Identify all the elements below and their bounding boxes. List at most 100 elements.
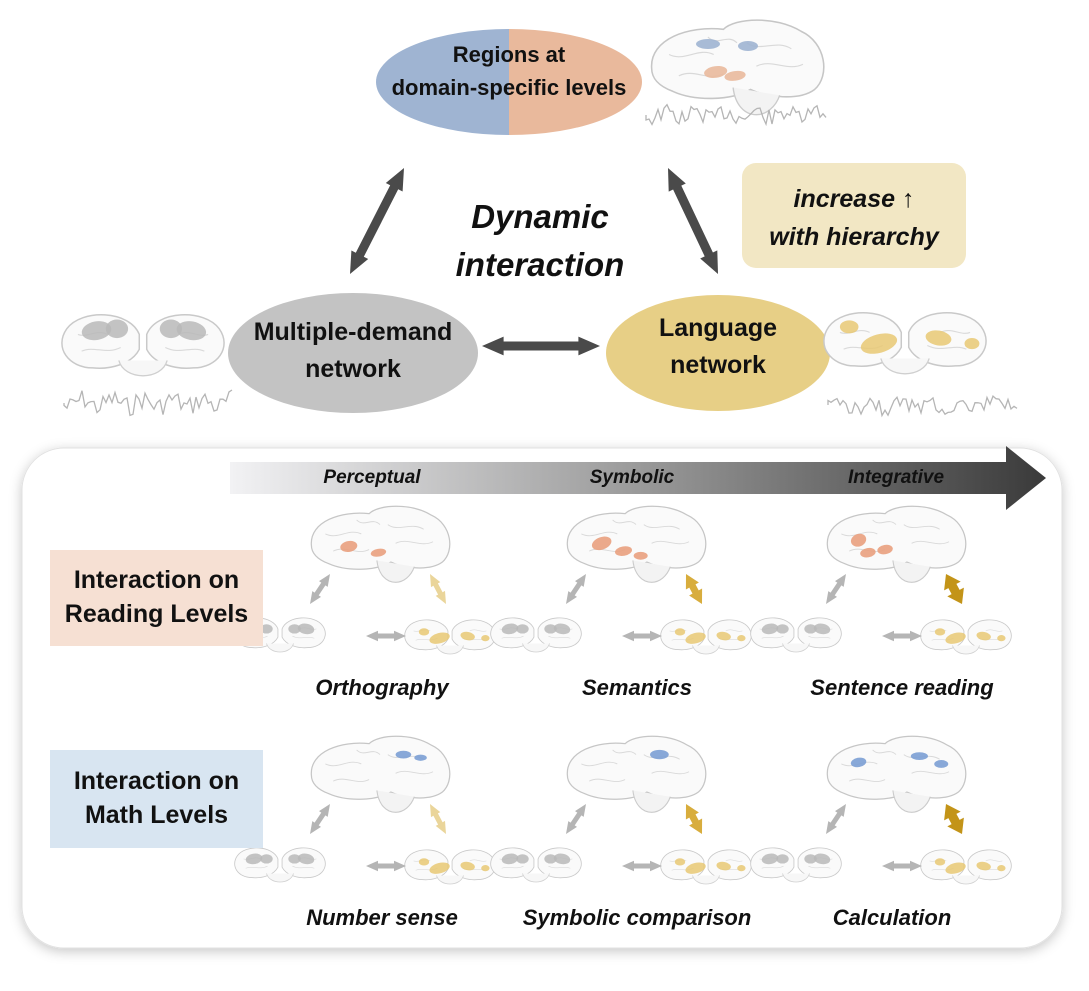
label-symbolic-comparison: Symbolic comparison: [522, 905, 752, 930]
md-brain-illustration: [61, 314, 225, 377]
orthography-language-brain-region-0: [418, 628, 430, 636]
sentence-reading-language-brain-region-3: [997, 635, 1006, 642]
number-sense-language-brain-region-0: [418, 858, 430, 866]
number-sense-arrow-md-language: [366, 860, 406, 872]
number-sense-md-brain-region-1: [260, 854, 273, 864]
number-sense-domain-brain-region-1: [414, 754, 427, 761]
language-brain-illustration-region-2: [925, 330, 952, 346]
symbolic-comparison-domain-brain-cortex: [566, 735, 707, 800]
orthography-md-brain-region-3: [297, 623, 315, 635]
symbolic-comparison-domain-brain-region-0: [650, 749, 669, 760]
sentence-reading-domain-brain-cerebellum: [892, 560, 931, 583]
calculation-arrow-domain-md: [826, 804, 846, 834]
orthography-arrow-md-language: [366, 630, 406, 642]
number-sense-language-brain-brainstem: [436, 875, 464, 885]
sentence-reading-md-brain-region-3: [813, 623, 831, 635]
calculation-md-brain-region-1: [776, 854, 789, 864]
semantics-domain-brain-region-1: [615, 546, 633, 556]
orthography-md-brain-brainstem: [266, 643, 294, 653]
hierarchy-note-box: [742, 163, 966, 268]
semantics-language-brain-region-0: [674, 628, 686, 636]
calculation-domain-brain-region-1: [910, 752, 928, 761]
orthography-md-brain-region-2: [288, 624, 301, 634]
top-brain-illustration-cortex: [650, 19, 825, 100]
md-brain-illustration-region-0: [81, 321, 112, 341]
orthography-arrow-domain-md: [310, 574, 330, 604]
orthography-language-brain-region-1: [429, 632, 450, 644]
symbolic-comparison-arrow-md-language: [622, 860, 662, 872]
symbolic-comparison-language-brain-region-3: [737, 865, 746, 872]
md-brain-illustration-region-2: [159, 319, 183, 339]
language-brain-illustration-region-1: [860, 333, 898, 354]
sentence-reading-domain-brain: [826, 505, 967, 583]
number-sense-md-brain-region-2: [288, 854, 301, 864]
math-levels-title: Interaction on Math Levels: [50, 750, 263, 848]
number-sense-md-brain-brainstem: [266, 873, 294, 883]
semantics-domain-brain-cerebellum: [632, 560, 671, 583]
calculation-md-brain-brainstem: [782, 873, 810, 883]
orthography-language-brain: [404, 619, 496, 655]
arrow-top-to-md: [350, 168, 404, 274]
number-sense-language-brain-region-2: [460, 861, 475, 871]
orthography-arrow-domain-language: [430, 574, 446, 604]
symbolic-comparison-domain-brain-cerebellum: [632, 790, 671, 813]
calculation-language-brain-region-3: [997, 865, 1006, 872]
top-brain-math-region-1: [738, 41, 758, 51]
number-sense-arrow-domain-language: [430, 804, 446, 834]
symbolic-comparison-language-brain-region-2: [716, 861, 731, 871]
sentence-reading-arrow-domain-md: [826, 574, 846, 604]
number-sense-domain-brain-cerebellum: [376, 790, 415, 813]
orthography-domain-brain-cerebellum: [376, 560, 415, 583]
calculation-language-brain-brainstem: [952, 875, 980, 885]
sentence-reading-language-brain: [920, 619, 1012, 655]
calculation-md-brain: [750, 847, 842, 883]
semantics-language-brain-brainstem: [692, 645, 720, 655]
symbolic-comparison-md-brain: [490, 847, 582, 883]
orthography-language-brain-brainstem: [436, 645, 464, 655]
semantics-domain-brain-region-0: [591, 536, 612, 551]
calculation-domain-brain-cortex: [826, 735, 967, 800]
calculation-domain-brain-region-2: [934, 760, 949, 768]
sentence-reading-md-brain-brainstem: [782, 643, 810, 653]
number-sense-md-brain-region-3: [297, 853, 315, 865]
calculation-language-brain-region-0: [934, 858, 946, 866]
semantics-language-brain-region-1: [685, 632, 706, 644]
calculation-domain-brain-cerebellum: [892, 790, 931, 813]
sentence-reading-domain-brain-region-1: [860, 547, 876, 558]
semantics-md-brain-region-0: [501, 623, 519, 635]
semantics-md-brain-brainstem: [522, 643, 550, 653]
top-brain-math-region-0: [696, 39, 720, 49]
semantics-language-brain-region-2: [716, 631, 731, 641]
symbolic-comparison-md-brain-region-0: [501, 853, 519, 865]
language-network-node: [606, 295, 830, 411]
calculation-arrow-md-language: [882, 860, 922, 872]
semantics-arrow-md-language: [622, 630, 662, 642]
semantics-language-brain-region-3: [737, 635, 746, 642]
calculation-language-brain: [920, 849, 1012, 885]
number-sense-md-brain: [234, 847, 326, 883]
semantics-md-brain-region-2: [544, 624, 557, 634]
md-brain-signal-trace: [63, 389, 233, 417]
calculation-domain-brain: [826, 735, 967, 813]
orthography-language-brain-region-2: [460, 631, 475, 641]
orthography-domain-brain-cortex: [310, 505, 451, 570]
symbolic-comparison-language-brain-brainstem: [692, 875, 720, 885]
calculation-language-brain-region-2: [976, 861, 991, 871]
orthography-md-brain-region-1: [260, 624, 273, 634]
semantics-language-brain: [660, 619, 752, 655]
calculation-arrow-domain-language: [944, 804, 964, 834]
arrow-top-to-language: [668, 168, 718, 274]
semantics-md-brain-region-1: [516, 624, 529, 634]
stage-symbolic: Symbolic: [589, 467, 675, 488]
orthography-domain-brain-region-0: [340, 540, 358, 553]
hierarchy-progression-arrow: [230, 446, 1046, 510]
top-brain-signal-trace: [645, 103, 827, 127]
symbolic-comparison-md-brain-brainstem: [522, 873, 550, 883]
semantics-domain-brain-sulci: [581, 519, 690, 553]
symbolic-comparison-language-brain-region-1: [685, 862, 706, 874]
sentence-reading-language-brain-region-1: [945, 632, 966, 644]
